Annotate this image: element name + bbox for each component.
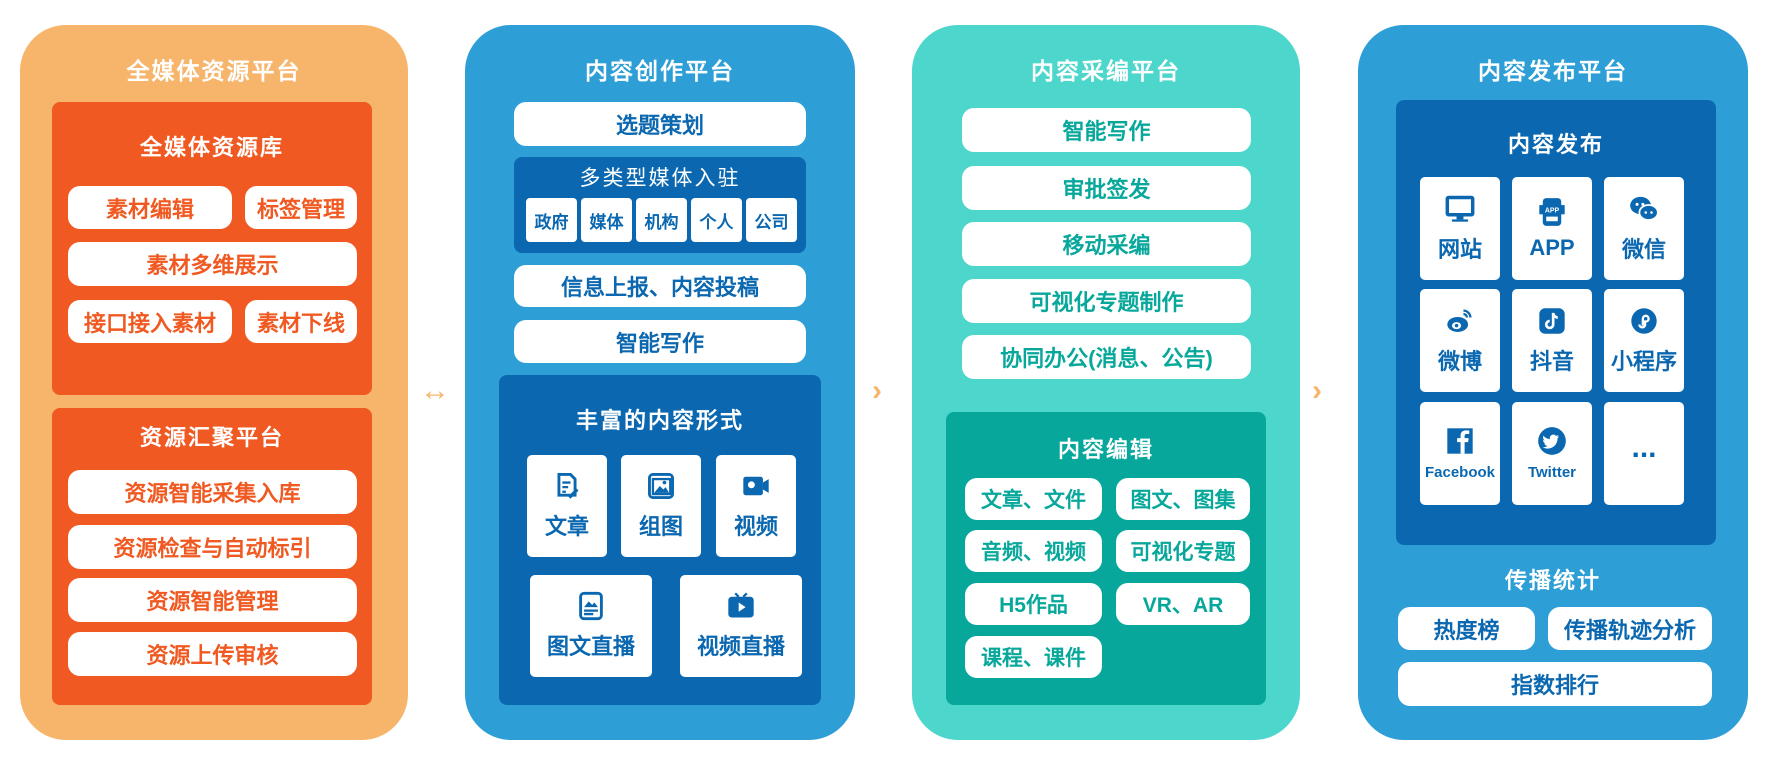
item-button: 热度榜 bbox=[1398, 607, 1535, 650]
item-button: 音频、视频 bbox=[965, 530, 1102, 572]
item-button: 资源智能采集入库 bbox=[68, 470, 357, 514]
item-button: 传播轨迹分析 bbox=[1548, 607, 1712, 650]
twitter-icon bbox=[1538, 427, 1566, 455]
video-camera-icon bbox=[743, 476, 769, 496]
media-chip[interactable]: 个人 bbox=[691, 198, 742, 242]
item-button: 资源检查与自动标引 bbox=[68, 525, 357, 569]
facebook-icon bbox=[1447, 428, 1473, 454]
article-icon bbox=[557, 473, 579, 499]
tile-label: 视频 bbox=[733, 514, 778, 539]
column-title: 内容发布平台 bbox=[1478, 58, 1628, 84]
column-title: 全媒体资源平台 bbox=[126, 58, 302, 84]
tile[interactable]: 视频直播 bbox=[680, 575, 802, 677]
item-button: 可视化专题 bbox=[1116, 530, 1250, 572]
item-button: 资源上传审核 bbox=[68, 632, 357, 676]
app-phone-icon: APP bbox=[1539, 197, 1565, 226]
item-button: 接口接入素材 bbox=[68, 300, 232, 343]
weibo-icon bbox=[1447, 308, 1472, 332]
tile-label: Facebook bbox=[1424, 464, 1496, 481]
item-button: 选题策划 bbox=[514, 102, 806, 146]
section-title: 内容编辑 bbox=[1057, 437, 1154, 462]
tile[interactable]: APP APP bbox=[1512, 177, 1592, 280]
item-button: 素材编辑 bbox=[68, 186, 232, 229]
media-chip[interactable]: 机构 bbox=[636, 198, 687, 242]
section-title: 全媒体资源库 bbox=[139, 135, 284, 160]
section-title: 多类型媒体入驻 bbox=[579, 167, 741, 190]
item-button: 素材下线 bbox=[245, 300, 357, 343]
monitor-icon bbox=[1445, 195, 1475, 222]
tile-label: Twitter bbox=[1527, 464, 1577, 481]
section-title: 资源汇聚平台 bbox=[139, 425, 284, 450]
mini-program-icon bbox=[1631, 307, 1657, 334]
tile[interactable]: Facebook bbox=[1420, 402, 1500, 505]
item-button: H5作品 bbox=[965, 583, 1102, 625]
wechat-icon bbox=[1630, 196, 1659, 221]
item-button: 智能写作 bbox=[514, 320, 806, 363]
tile-label: 文章 bbox=[544, 514, 589, 539]
item-button: 文章、文件 bbox=[965, 478, 1102, 520]
gallery-icon bbox=[648, 473, 674, 499]
tile[interactable]: 微博 bbox=[1420, 289, 1500, 392]
item-button: 资源智能管理 bbox=[68, 578, 357, 622]
tile[interactable]: 网站 bbox=[1420, 177, 1500, 280]
tile[interactable]: 小程序 bbox=[1604, 289, 1684, 392]
item-button: 智能写作 bbox=[962, 108, 1251, 152]
item-button: 移动采编 bbox=[962, 222, 1251, 266]
tile-label: APP bbox=[1529, 234, 1575, 260]
arrow-right-icon: › bbox=[872, 374, 882, 407]
media-chip[interactable]: 媒体 bbox=[581, 198, 632, 242]
column-title: 内容创作平台 bbox=[585, 58, 735, 84]
item-button: 可视化专题制作 bbox=[962, 279, 1251, 323]
item-button: 标签管理 bbox=[245, 186, 357, 229]
section-title: 传播统计 bbox=[1504, 568, 1601, 593]
tile[interactable]: Twitter bbox=[1512, 402, 1592, 505]
tile[interactable]: 视频 bbox=[716, 455, 796, 557]
tile[interactable]: 图文直播 bbox=[530, 575, 652, 677]
item-button: 协同办公(消息、公告) bbox=[962, 335, 1251, 379]
tile[interactable]: 组图 bbox=[621, 455, 701, 557]
column-title: 内容采编平台 bbox=[1031, 58, 1181, 84]
tile[interactable]: 抖音 bbox=[1512, 289, 1592, 392]
item-button: 素材多维展示 bbox=[68, 242, 357, 286]
tile-label: 小程序 bbox=[1610, 348, 1677, 374]
douyin-icon bbox=[1539, 307, 1565, 334]
item-button: 审批签发 bbox=[962, 166, 1251, 210]
media-chip[interactable]: 公司 bbox=[746, 198, 797, 242]
section-title: 丰富的内容形式 bbox=[575, 408, 744, 433]
tile-label: 视频直播 bbox=[696, 634, 785, 659]
bidirectional-arrow-icon: ↔ bbox=[420, 374, 450, 407]
tile-label: 微博 bbox=[1437, 348, 1482, 374]
tile-label: 组图 bbox=[638, 514, 683, 539]
arrow-right-icon: › bbox=[1312, 374, 1322, 407]
item-button: VR、AR bbox=[1116, 583, 1250, 625]
tile-label: 微信 bbox=[1621, 236, 1666, 262]
tile-label: 抖音 bbox=[1529, 348, 1574, 374]
section-title: 内容发布 bbox=[1507, 132, 1604, 157]
item-button: 课程、课件 bbox=[965, 636, 1102, 678]
tile-label: 图文直播 bbox=[546, 634, 635, 659]
tv-play-icon bbox=[728, 592, 754, 618]
tile[interactable]: 文章 bbox=[527, 455, 607, 557]
item-button: 信息上报、内容投稿 bbox=[514, 265, 806, 307]
image-text-live-icon bbox=[579, 591, 603, 621]
svg-text:APP: APP bbox=[1545, 207, 1560, 214]
item-button: 图文、图集 bbox=[1116, 478, 1250, 520]
tile[interactable]: ... bbox=[1604, 402, 1684, 505]
media-chip[interactable]: 政府 bbox=[526, 198, 577, 242]
tile[interactable]: 微信 bbox=[1604, 177, 1684, 280]
tile-label: 网站 bbox=[1437, 236, 1482, 262]
item-button: 指数排行 bbox=[1398, 662, 1712, 706]
tile-label: ... bbox=[1631, 430, 1657, 464]
